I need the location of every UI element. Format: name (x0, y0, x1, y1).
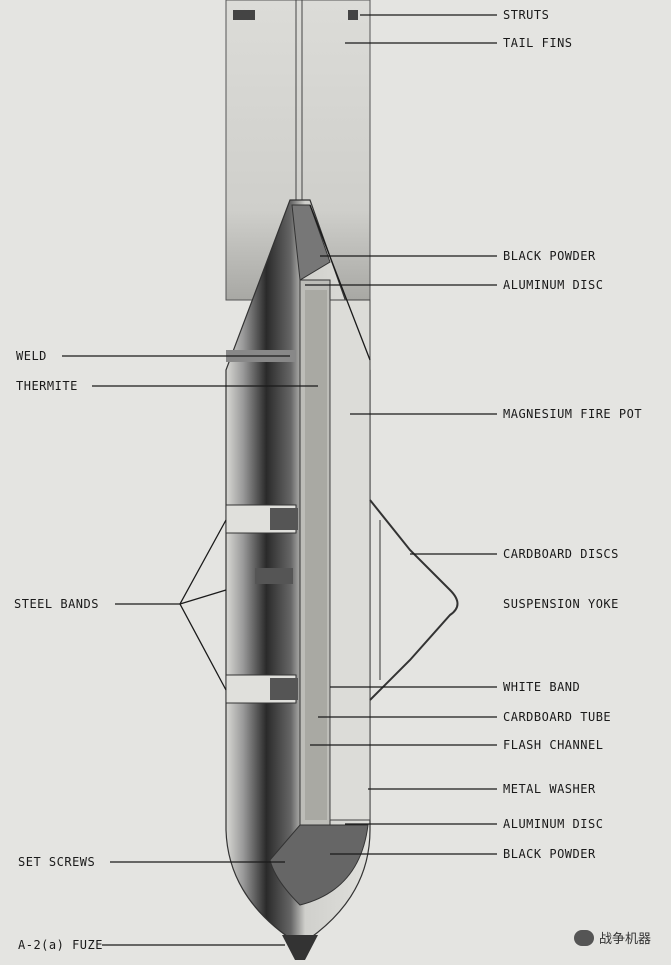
label-aluminum-disc-bottom: ALUMINUM DISC (503, 817, 603, 831)
label-tail-fins: TAIL FINS (503, 36, 573, 50)
label-aluminum-disc-top: ALUMINUM DISC (503, 278, 603, 292)
label-thermite: THERMITE (16, 379, 78, 393)
label-weld: WELD (16, 349, 47, 363)
label-cardboard-tube: CARDBOARD TUBE (503, 710, 611, 724)
watermark-text: 战争机器 (598, 932, 651, 947)
strut-left (233, 10, 255, 20)
label-white-band: WHITE BAND (503, 680, 580, 694)
label-cardboard-discs: CARDBOARD DISCS (503, 547, 619, 561)
label-suspension-yoke: SUSPENSION YOKE (503, 597, 619, 611)
label-set-screws: SET SCREWS (18, 855, 95, 869)
chat-bubble-icon (573, 929, 594, 946)
strut-right (348, 10, 358, 20)
label-black-powder-top: BLACK POWDER (503, 249, 596, 263)
label-magnesium-fire-pot: MAGNESIUM FIRE POT (503, 407, 642, 421)
leader-lines (62, 14, 497, 946)
label-steel-bands: STEEL BANDS (14, 597, 99, 611)
label-black-powder-bottom: BLACK POWDER (503, 847, 596, 861)
watermark: 战争机器 (573, 928, 651, 947)
label-flash-channel: FLASH CHANNEL (503, 738, 603, 752)
label-fuze: A-2(a) FUZE (18, 938, 103, 952)
bomb-body (225, 199, 459, 960)
label-metal-washer: METAL WASHER (503, 782, 596, 796)
label-struts: STRUTS (503, 8, 549, 22)
